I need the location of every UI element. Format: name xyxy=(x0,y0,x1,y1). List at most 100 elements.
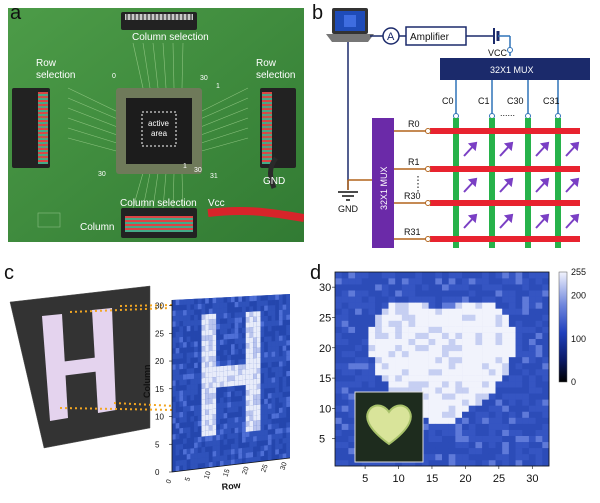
heatmap-d-cell xyxy=(408,338,416,346)
heatmap-d-cell xyxy=(475,393,483,400)
heatmap-c-cell xyxy=(271,392,276,399)
heatmap-c-cell xyxy=(183,352,187,359)
heatmap-c-cell xyxy=(227,370,231,377)
heatmap-d-cell xyxy=(535,447,543,455)
heatmap-d-cell xyxy=(475,447,483,455)
heatmap-d-cell xyxy=(448,302,456,309)
heatmap-d-cell xyxy=(482,399,490,406)
heatmap-c-cell xyxy=(231,438,235,444)
heatmap-d-cell xyxy=(502,393,510,400)
heatmap-d-cell xyxy=(508,405,516,412)
d-ytick-label: 25 xyxy=(319,312,331,324)
heatmap-d-cell xyxy=(335,399,342,406)
label-column: Column xyxy=(80,222,114,233)
heatmap-d-cell xyxy=(475,338,483,346)
heatmap-d-cell xyxy=(488,290,496,297)
heatmap-c-cell xyxy=(172,315,176,322)
heatmap-d-cell xyxy=(388,284,396,291)
heatmap-c-cell xyxy=(256,352,261,359)
heatmap-c-cell xyxy=(227,449,231,455)
heatmap-c-cell xyxy=(219,313,224,319)
heatmap-c-cell xyxy=(275,382,279,388)
heatmap-c-cell xyxy=(282,319,287,326)
heatmap-d-cell xyxy=(381,314,389,321)
col-label-c30: C30 xyxy=(507,96,524,106)
heatmap-d-cell xyxy=(401,356,409,364)
heatmap-c-cell xyxy=(278,448,283,455)
heatmap-d-cell xyxy=(455,314,463,321)
heatmap-c-cell xyxy=(205,425,209,431)
heatmap-c-cell xyxy=(231,338,235,345)
heatmap-d-cell xyxy=(462,435,470,443)
heatmap-c-cell xyxy=(183,379,187,386)
heatmap-d-cell xyxy=(488,375,496,382)
heatmap-c-cell xyxy=(242,437,246,443)
tick-30-bottom: 30 xyxy=(194,167,202,174)
heatmap-d-cell xyxy=(388,356,396,364)
heatmap-d-cell xyxy=(502,447,510,455)
heatmap-d-cell xyxy=(542,362,550,370)
heatmap-d-cell xyxy=(435,362,443,370)
heatmap-d-cell xyxy=(455,302,463,309)
heatmap-c-cell xyxy=(183,411,187,418)
heatmap-d-cell xyxy=(361,320,369,327)
heatmap-d-cell xyxy=(335,362,342,370)
heatmap-c-cell xyxy=(286,345,290,351)
heatmap-c-cell xyxy=(197,420,202,427)
heatmap-c-cell xyxy=(179,374,184,381)
heatmap-c-cell xyxy=(175,449,180,456)
heatmap-d-cell xyxy=(435,459,443,467)
heatmap-c-cell xyxy=(212,345,217,351)
heatmap-d-cell xyxy=(468,453,476,461)
c-xtick-label: 20 xyxy=(241,466,250,476)
heatmap-c-cell xyxy=(278,407,283,413)
heatmap-d-cell xyxy=(535,320,543,327)
heatmap-c-cell xyxy=(212,329,217,335)
heatmap-c-cell xyxy=(208,319,213,325)
heatmap-d-cell xyxy=(508,326,516,333)
heatmap-c-cell xyxy=(208,340,213,346)
heatmap-c-cell xyxy=(238,416,243,423)
heatmap-c-cell xyxy=(238,312,243,318)
heatmap-c-cell xyxy=(267,362,272,368)
heatmap-d-cell xyxy=(428,417,436,424)
heatmap-c-cell xyxy=(190,346,195,353)
heatmap-d-cell xyxy=(401,338,409,346)
heatmap-c-cell xyxy=(219,386,224,393)
heatmap-c-cell xyxy=(219,344,224,351)
heatmap-d-cell xyxy=(495,284,503,291)
heatmap-c-cell xyxy=(179,352,184,359)
heatmap-d-cell xyxy=(482,308,490,315)
heatmap-d-cell xyxy=(335,411,342,418)
heatmap-d-cell xyxy=(488,362,496,370)
heatmap-c-cell xyxy=(231,296,235,303)
heatmap-d-cell xyxy=(482,453,490,461)
heatmap-c-cell xyxy=(190,304,195,310)
heatmap-c-cell xyxy=(175,412,180,418)
heatmap-d-cell xyxy=(488,320,496,327)
heatmap-c-cell xyxy=(223,360,228,366)
heatmap-c-cell xyxy=(278,366,283,372)
heatmap-d-cell xyxy=(502,350,510,358)
heatmap-d-cell xyxy=(388,296,396,303)
heatmap-d-cell xyxy=(442,417,449,424)
heatmap-d-cell xyxy=(475,296,483,303)
heatmap-d-cell xyxy=(455,417,463,424)
heatmap-d-cell xyxy=(475,423,483,430)
heatmap-d-cell xyxy=(455,423,463,430)
heatmap-d-cell xyxy=(482,381,490,388)
heatmap-c-cell xyxy=(179,438,184,445)
heatmap-c-cell xyxy=(223,391,228,398)
heatmap-d-cell xyxy=(502,302,510,309)
heatmap-c-cell xyxy=(212,340,217,346)
heatmap-d-cell xyxy=(401,320,409,327)
heatmap-c-cell xyxy=(223,454,228,461)
heatmap-d-cell xyxy=(381,459,389,467)
heatmap-d-cell xyxy=(475,284,483,291)
heatmap-d-cell xyxy=(502,423,510,430)
heatmap-d-cell xyxy=(408,272,416,279)
heatmap-c-cell xyxy=(205,372,209,378)
heatmap-c-cell xyxy=(286,319,290,325)
heatmap-d-cell xyxy=(528,453,536,461)
heatmap-c-cell xyxy=(286,365,290,372)
